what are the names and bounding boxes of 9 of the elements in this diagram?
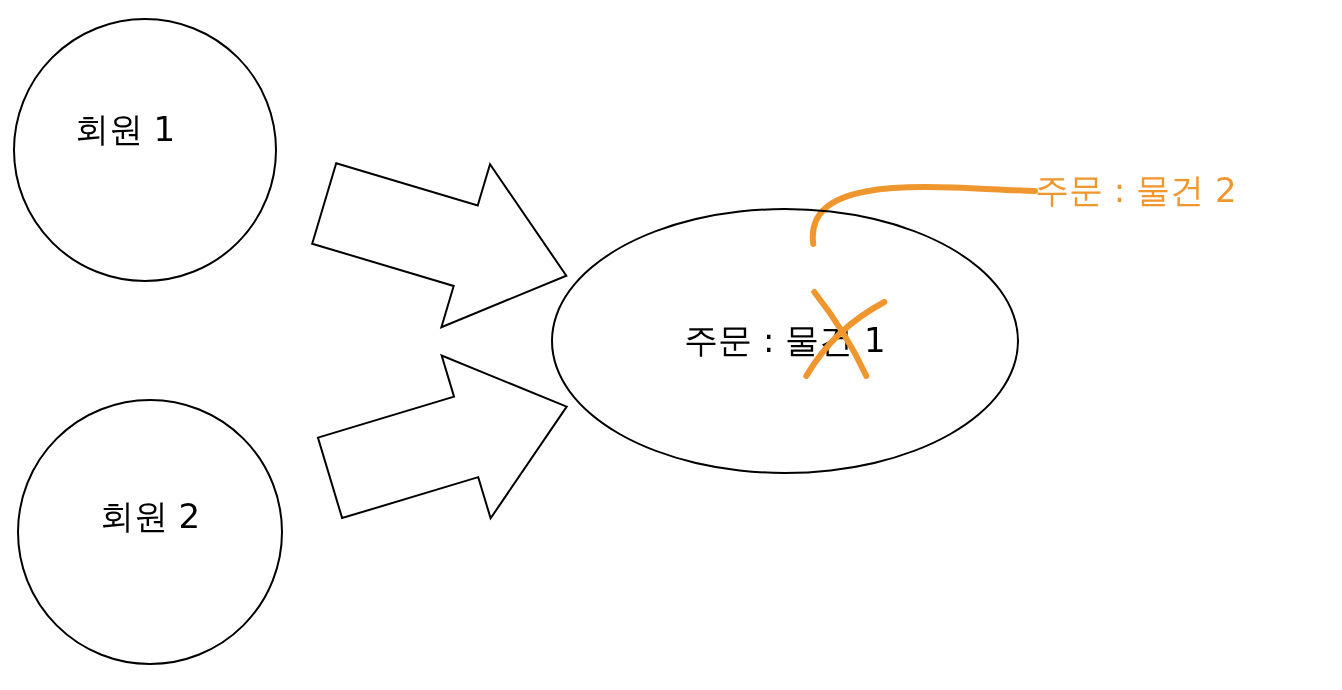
block-arrow xyxy=(316,353,569,521)
ellipse-node xyxy=(551,208,1019,474)
circle-node xyxy=(17,399,283,665)
circle-node xyxy=(13,18,277,282)
node-label: 회원 1 xyxy=(74,108,176,151)
node-label: 주문 : 물건 2 xyxy=(1035,169,1237,212)
block-arrow xyxy=(310,161,568,329)
leader-line xyxy=(810,184,1038,247)
node-label: 회원 2 xyxy=(99,495,201,538)
